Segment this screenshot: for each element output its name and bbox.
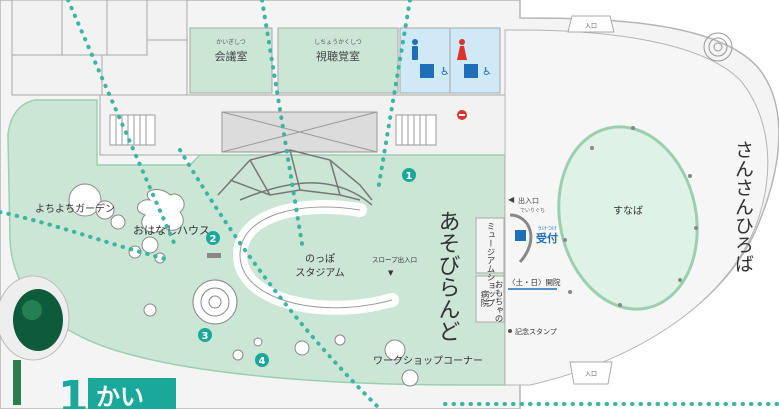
marker-2: 2 (206, 231, 220, 245)
reception-furigana: うけつけ (537, 226, 557, 232)
svg-text:1: 1 (406, 171, 413, 182)
exit-entrance-arrow: ◀ (508, 195, 515, 204)
stamp-icon (508, 329, 512, 333)
reception-icon (515, 230, 526, 241)
reception-label: 受付 (536, 231, 558, 245)
marker-3: 3 (198, 328, 212, 342)
restroom-men-icon (412, 39, 418, 60)
accessible-icon: ♿ (482, 65, 492, 78)
exit-entrance-furigana: でいりぐち (520, 208, 545, 214)
floor-badge (88, 378, 176, 409)
yochiyochi-garden-label: よちよちガーデン (35, 202, 115, 215)
accessible-icon (464, 64, 478, 78)
meeting-room-label: 会議室 (215, 49, 248, 63)
accessible-icon (420, 64, 434, 78)
svg-text:2: 2 (210, 234, 217, 245)
noppo-stadium-label-1: のっぽ (305, 253, 335, 265)
floor-number: 1 (58, 372, 89, 409)
sunaba (557, 125, 699, 311)
open-days-label: 〈土・日〉開院 (508, 277, 561, 287)
entrance-top-label: 入口 (585, 23, 597, 30)
floor-label: かい (96, 383, 144, 409)
marker-4: 4 (255, 353, 269, 367)
workshop-corner-label: ワークショップコーナー (373, 355, 483, 367)
yochiyochi-garden (68, 183, 126, 230)
asobiland-label: あそびらんど (435, 210, 460, 342)
marker-1: 1 (402, 168, 416, 182)
av-room-furigana: しちょうかくしつ (314, 39, 362, 46)
meeting-room-furigana: かいぎしつ (216, 38, 246, 46)
stamp-label: 記念スタンプ (515, 327, 557, 336)
accessible-icon: ♿ (440, 65, 450, 78)
entrance-bottom-label: 入口 (585, 371, 597, 378)
play-discs (143, 279, 419, 387)
av-room (277, 27, 399, 94)
museum-shop-label: ミュージアムショップ (485, 222, 495, 307)
stairs-left (109, 114, 156, 146)
slope-entrance-arrow: ▼ (388, 269, 394, 277)
office-block (11, 0, 188, 96)
restroom-women-icon (457, 39, 467, 60)
lamp-icon (0, 275, 70, 405)
sun-icon (703, 32, 733, 62)
svg-text:3: 3 (202, 331, 209, 342)
entrance-top (567, 15, 615, 33)
ohanashi-house-label: おはなしハウス (133, 224, 210, 237)
bench-icon (207, 253, 221, 258)
stairs-right (395, 114, 437, 146)
av-room-label: 視聴覚室 (316, 49, 360, 63)
slope-entrance-label: スロープ出入口 (372, 255, 417, 264)
noppo-stadium-label-2: スタジアム (295, 267, 344, 279)
svg-text:4: 4 (259, 356, 266, 367)
sunaba-label: すなば (613, 205, 643, 217)
entrance-bottom (569, 361, 613, 385)
climbing-structure (217, 149, 373, 206)
escalator-void (221, 111, 378, 153)
toy-hospital-label-2: 病院 (479, 289, 489, 308)
reception-desk (509, 213, 533, 264)
sansan-hiroba-label: さんさんひろば (732, 140, 754, 273)
toy-hospital-label-1: おもちゃの (493, 280, 503, 323)
sunaba-posts (563, 126, 698, 307)
exit-entrance-label: 出入口 (518, 196, 539, 205)
